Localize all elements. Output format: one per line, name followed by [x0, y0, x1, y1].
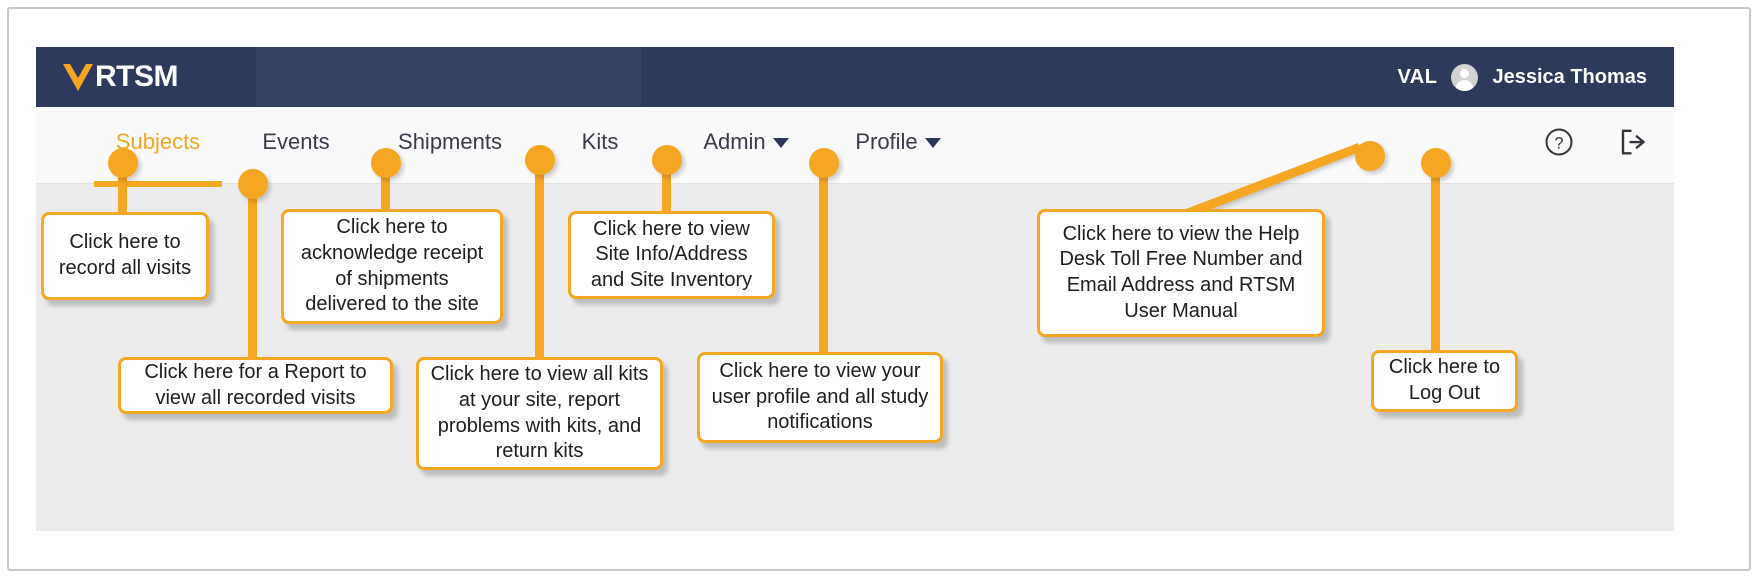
- chevron-down-icon: [924, 138, 941, 149]
- main-nav-bar: Subjects Events Shipments Kits Admin Pro…: [36, 107, 1674, 184]
- nav-item-profile[interactable]: Profile: [822, 107, 974, 205]
- connector-dot-events: [238, 169, 268, 199]
- app-header: RTSM VAL Jessica Thomas: [36, 47, 1674, 107]
- nav-item-kits[interactable]: Kits: [530, 107, 670, 205]
- nav-item-label: Shipments: [398, 129, 502, 154]
- app-logo[interactable]: RTSM: [63, 60, 179, 93]
- callout-text: Click here to view all kits at your site…: [430, 363, 649, 463]
- header-shade-block: [256, 47, 641, 107]
- nav-item-label: Profile: [855, 129, 918, 154]
- connector-dot-admin: [652, 145, 682, 175]
- chevron-down-icon: [772, 138, 789, 149]
- connector-dot-logout: [1421, 148, 1451, 178]
- avatar-icon: [1451, 63, 1479, 91]
- connector-logout: [1431, 155, 1440, 353]
- connector-dot-kits: [525, 145, 555, 175]
- nav-item-shipments[interactable]: Shipments: [370, 107, 530, 205]
- connector-dot-profile: [809, 148, 839, 178]
- help-icon[interactable]: ?: [1544, 127, 1574, 157]
- connector-admin: [662, 152, 671, 214]
- callout-shipments: Click here to acknowledge receipt of shi…: [281, 209, 503, 324]
- connector-dot-subjects: [108, 148, 138, 178]
- callout-logout: Click here to Log Out: [1371, 350, 1518, 412]
- callout-kits: Click here to view all kits at your site…: [416, 357, 663, 470]
- nav-item-label: Admin: [703, 129, 766, 154]
- header-right-group: VAL Jessica Thomas: [1397, 47, 1647, 107]
- nav-item-list: Subjects Events Shipments Kits Admin Pro…: [94, 107, 974, 183]
- callout-text: Click here to view your user profile and…: [711, 360, 929, 434]
- callout-text: Click here to record all visits: [58, 231, 192, 279]
- connector-events: [248, 176, 257, 361]
- callout-text: Click here to Log Out: [1388, 356, 1501, 404]
- connector-dot-help: [1355, 141, 1385, 171]
- connector-kits: [535, 152, 544, 361]
- user-name-label[interactable]: Jessica Thomas: [1492, 65, 1647, 88]
- callout-profile: Click here to view your user profile and…: [697, 352, 943, 443]
- nav-icon-group: ?: [1544, 127, 1648, 157]
- nav-item-label: Events: [262, 129, 330, 154]
- callout-text: Click here to view the Help Desk Toll Fr…: [1059, 222, 1303, 322]
- logout-icon[interactable]: [1618, 127, 1648, 157]
- veeva-triangle-logo-icon: [63, 63, 93, 91]
- connector-subjects: [118, 155, 127, 217]
- environment-badge: VAL: [1397, 65, 1438, 88]
- callout-subjects: Click here to record all visits: [41, 212, 209, 300]
- callout-help: Click here to view the Help Desk Toll Fr…: [1037, 209, 1325, 337]
- app-logo-text: RTSM: [95, 60, 179, 93]
- callout-text: Click here to view Site Info/Address and…: [590, 217, 753, 291]
- callout-text: Click here to acknowledge receipt of shi…: [300, 216, 484, 316]
- svg-text:?: ?: [1554, 134, 1563, 152]
- nav-item-events[interactable]: Events: [222, 107, 370, 205]
- connector-shipments: [381, 155, 390, 215]
- callout-admin: Click here to view Site Info/Address and…: [568, 211, 775, 299]
- connector-dot-shipments: [371, 148, 401, 178]
- nav-item-label: Kits: [581, 129, 619, 154]
- nav-item-admin[interactable]: Admin: [670, 107, 822, 205]
- callout-events: Click here for a Report to view all reco…: [118, 357, 393, 414]
- callout-text: Click here for a Report to view all reco…: [144, 360, 367, 409]
- connector-profile: [819, 155, 828, 355]
